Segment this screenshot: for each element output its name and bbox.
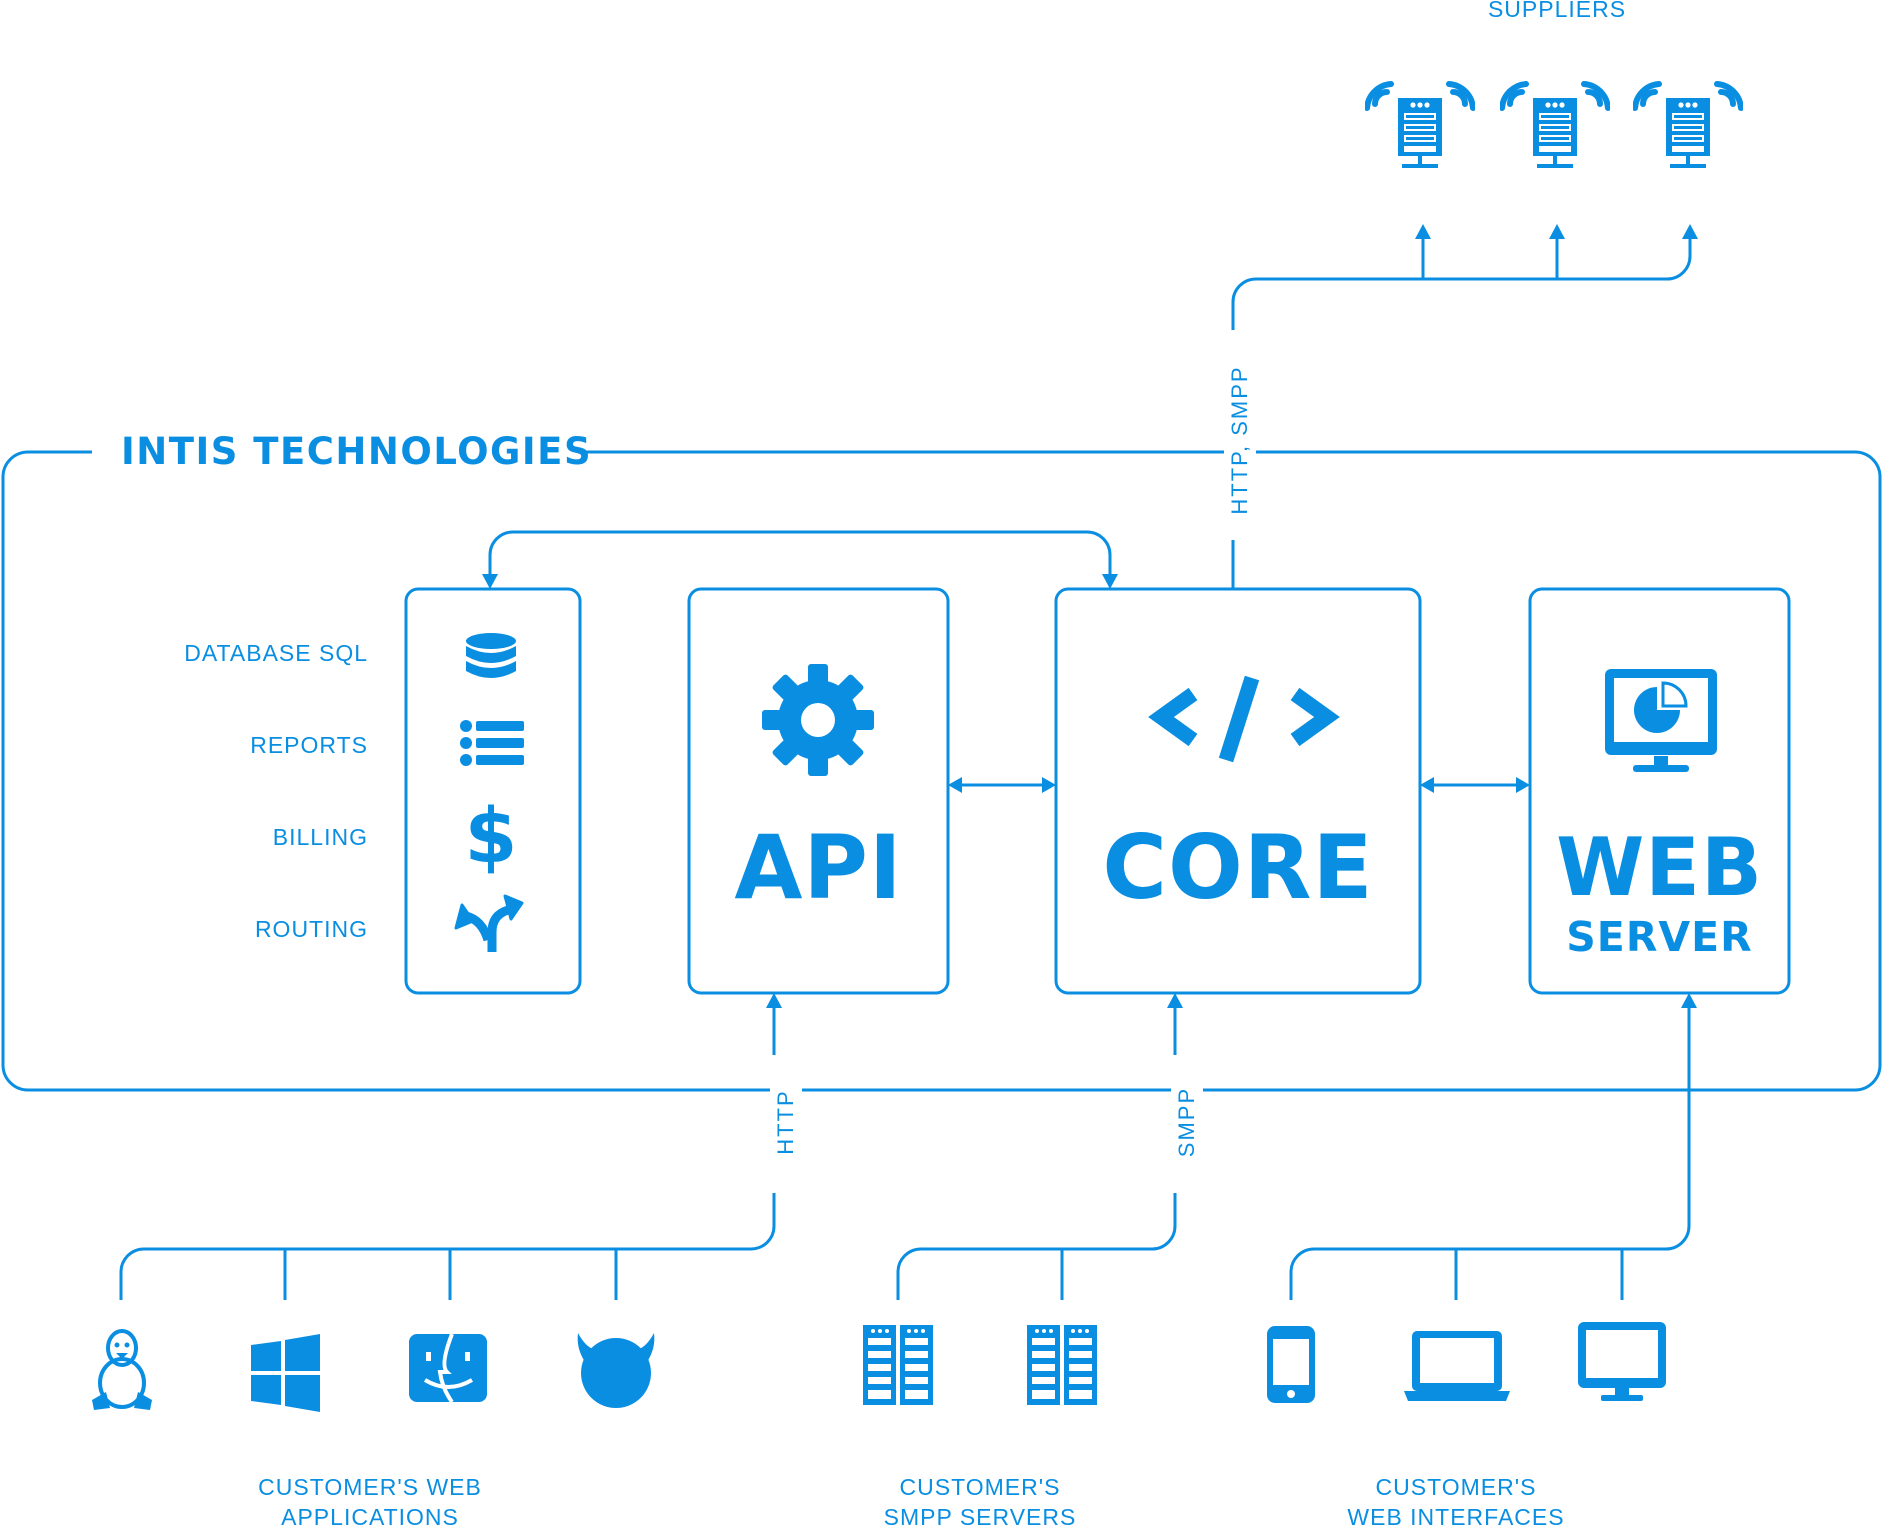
code-icon <box>1148 675 1340 763</box>
arrowhead <box>1516 777 1530 793</box>
wireless-server-icon <box>1367 84 1473 168</box>
server-rack-icon <box>1027 1325 1097 1405</box>
core-box <box>1054 587 1422 995</box>
customer-smpp-servers-label: CUSTOMER'S SMPP SERVERS <box>830 1472 1130 1532</box>
macos-finder-icon <box>409 1333 487 1404</box>
customer-web-apps-line1: CUSTOMER'S WEB <box>258 1474 482 1500</box>
feature-label-database: DATABASE SQL <box>184 640 368 666</box>
arrowhead <box>766 993 782 1008</box>
arrowhead <box>1167 993 1183 1008</box>
protocol-label-smpp: SMPP <box>1171 1055 1203 1189</box>
db-features-box <box>404 587 582 995</box>
arrowhead <box>482 574 498 589</box>
database-icon <box>466 633 516 678</box>
http-connector <box>119 1003 776 1300</box>
arrowhead <box>1042 777 1056 793</box>
customer-web-apps-line2: APPLICATIONS <box>281 1504 459 1530</box>
core-title: CORE <box>1102 816 1374 919</box>
dollar-icon: $ <box>465 791 518 880</box>
monitor-chart-icon <box>1605 669 1717 772</box>
suppliers-label: SUPPLIERS <box>1487 0 1627 22</box>
api-title: API <box>734 816 903 919</box>
customer-web-apps-label: CUSTOMER'S WEB APPLICATIONS <box>220 1472 520 1532</box>
customer-web-interfaces-line1: CUSTOMER'S <box>1375 1474 1537 1500</box>
arrowhead <box>1681 993 1697 1008</box>
wireless-server-icon <box>1635 84 1741 168</box>
linux-icon <box>92 1329 152 1410</box>
windows-icon <box>251 1334 320 1412</box>
diagram-title: INTIS TECHNOLOGIES <box>121 430 593 473</box>
feature-label-billing: BILLING <box>272 824 368 850</box>
container-border <box>1 450 1882 1092</box>
arrowhead <box>948 777 962 793</box>
desktop-monitor-icon <box>1578 1322 1666 1401</box>
web-interface-connector <box>1289 1003 1691 1300</box>
wireless-server-icon <box>1502 84 1608 168</box>
web-title: WEB <box>1556 821 1763 914</box>
feature-label-routing: ROUTING <box>254 916 368 942</box>
arrowhead <box>1682 224 1698 239</box>
customer-smpp-servers-line1: CUSTOMER'S <box>899 1474 1061 1500</box>
arrowhead <box>1415 224 1431 239</box>
arrowhead <box>1549 224 1565 239</box>
customer-web-interfaces-line2: WEB INTERFACES <box>1347 1504 1565 1530</box>
customer-smpp-servers-line2: SMPP SERVERS <box>883 1504 1077 1530</box>
feature-label-reports: REPORTS <box>250 732 368 758</box>
smartphone-icon <box>1267 1326 1315 1403</box>
freebsd-icon <box>577 1333 655 1408</box>
routing-arrows-icon <box>454 894 524 952</box>
web-server-box <box>1528 587 1791 995</box>
list-icon <box>460 720 524 766</box>
protocol-label-http: HTTP <box>770 1055 802 1189</box>
api-box <box>687 587 950 995</box>
arrowhead <box>1420 777 1434 793</box>
laptop-icon <box>1404 1331 1510 1401</box>
server-rack-icon <box>863 1325 933 1405</box>
protocol-label-top: HTTP, SMPP <box>1224 348 1256 532</box>
smpp-connector <box>896 1003 1177 1300</box>
web-subtitle: SERVER <box>1566 913 1753 961</box>
gear-icon <box>762 664 874 776</box>
customer-web-interfaces-label: CUSTOMER'S WEB INTERFACES <box>1306 1472 1606 1532</box>
supplier-branch <box>1231 236 1692 330</box>
db-core-connector <box>488 530 1112 582</box>
arrowhead <box>1102 574 1118 589</box>
